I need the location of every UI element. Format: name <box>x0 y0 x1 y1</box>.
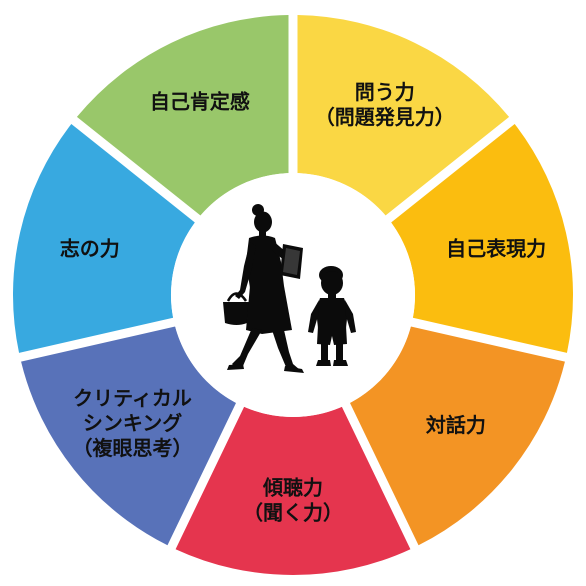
child-silhouette-icon <box>308 266 356 366</box>
wheel-segment-7 <box>76 15 289 216</box>
wheel-segment-1 <box>297 15 510 216</box>
wheel-segment-label-line: 志の力 <box>60 237 120 261</box>
wheel-segment-label-line: 対話力 <box>425 413 486 437</box>
wheel-segment-label-line: 自己表現力 <box>446 237 546 261</box>
wheel-segment-5 <box>21 326 237 546</box>
wheel-segment-label-line: 傾聴力 <box>262 476 323 500</box>
wheel-segment-6 <box>13 123 195 353</box>
wheel-segment-label-5: クリティカルシンキング（複眼思考） <box>73 386 193 460</box>
wheel-segment-label-line: （複眼思考） <box>73 436 193 460</box>
wheel-segment-label-7: 自己肯定感 <box>150 90 250 114</box>
wheel-segment-label-1: 問う力（問題発見力） <box>315 80 455 129</box>
wheel-segment-4 <box>175 406 411 575</box>
wheel-segment-label-2: 自己表現力 <box>446 237 546 261</box>
wheel-segment-label-line: （問題発見力） <box>315 105 455 129</box>
wheel-segment-label-line: 自己肯定感 <box>150 90 250 114</box>
wheel-segment-label-3: 対話力 <box>425 413 486 437</box>
wheel-segment-2 <box>391 123 573 353</box>
wheel-segment-label-line: 問う力 <box>355 80 415 104</box>
woman-silhouette-icon <box>223 204 304 373</box>
wheel-segment-3 <box>349 326 565 546</box>
wheel-segment-label-line: シンキング <box>83 411 182 435</box>
mother-and-child-silhouette-icon <box>223 204 356 373</box>
wheel-segment-label-4: 傾聴力（聞く力） <box>243 476 343 525</box>
wheel-segment-label-line: クリティカル <box>73 386 192 410</box>
wheel-segments <box>13 15 573 575</box>
wheel-segment-label-6: 志の力 <box>60 237 120 261</box>
center-circle <box>171 173 415 417</box>
wheel-segment-label-line: （聞く力） <box>243 501 343 525</box>
